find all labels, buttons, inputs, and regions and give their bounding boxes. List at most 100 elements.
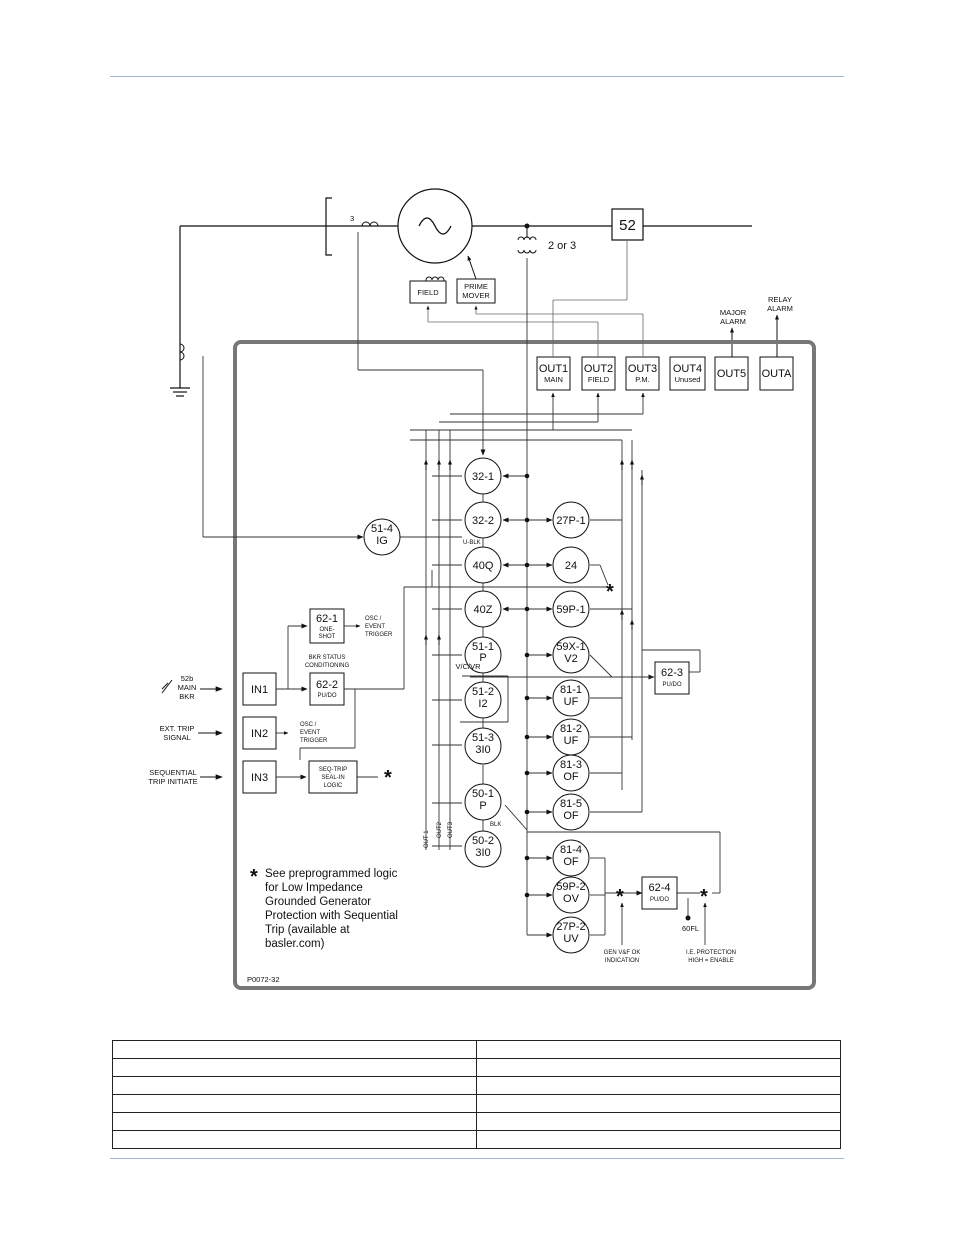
out1-box	[536, 356, 571, 391]
relay-alarm-label-2: ALARM	[767, 304, 793, 313]
logic-62-2	[309, 672, 345, 706]
breaker-52-label: 52	[619, 217, 636, 234]
table-row	[112, 1112, 841, 1131]
out3-box	[625, 356, 660, 391]
element-59p-1-label: 59P-1	[556, 604, 585, 616]
logic-62-1-label: 62-1	[316, 613, 338, 625]
element-51-3-label: 51-3	[472, 732, 494, 744]
table-row	[112, 1130, 841, 1149]
header-rule	[110, 76, 844, 77]
in1-box	[242, 672, 277, 706]
osc1-label-1: OSC /	[365, 616, 382, 622]
element-81-4-label: 81-4	[560, 844, 582, 856]
out2-label: OUT2	[584, 363, 613, 375]
element-51-3-sub: 3I0	[475, 744, 490, 756]
element-32-1-label: 32-1	[472, 471, 494, 483]
element-24	[552, 546, 590, 584]
blk-label: BLK	[490, 822, 501, 828]
element-59x-1-label: 59X-1	[556, 641, 585, 653]
element-81-4-sub: OF	[563, 856, 579, 868]
vc-vr-label: V/C/VR	[455, 662, 481, 671]
element-51-2-label: 51-2	[472, 686, 494, 698]
element-59p-1	[552, 590, 590, 628]
element-51-2-sub: I2	[478, 698, 487, 710]
note-line-5: Trip (available at	[265, 924, 350, 936]
out2-sub: FIELD	[588, 375, 610, 384]
element-50-1-sub: P	[479, 800, 486, 812]
out3-bus-label: OUT3	[448, 821, 454, 838]
right-elements: 27P-1 24 59P-1 59X-1 V2 81-1 UF 81-2 UF …	[552, 501, 590, 954]
element-59x-1-sub: V2	[564, 653, 577, 665]
bkr-status-label-1: BKR STATUS	[309, 655, 346, 661]
prime-mover-label-1: PRIME	[464, 282, 488, 291]
in2-label: IN2	[251, 728, 268, 740]
ie-prot-label-2: HIGH = ENABLE	[688, 958, 734, 964]
gen-vf-label-1: GEN V&F OK	[604, 950, 641, 956]
element-51-1-label: 51-1	[472, 641, 494, 653]
ct-neutral-icon	[179, 343, 185, 361]
field-box	[409, 280, 447, 304]
in3-label: IN3	[251, 772, 268, 784]
element-40z-label: 40Z	[474, 604, 493, 616]
element-59p-2-label: 59P-2	[556, 881, 585, 893]
table-row	[112, 1094, 841, 1113]
element-32-2	[464, 501, 502, 539]
out5-label: OUT5	[717, 368, 746, 380]
field-label: FIELD	[417, 288, 439, 297]
element-32-2-label: 32-2	[472, 515, 494, 527]
element-50-1-label: 50-1	[472, 788, 494, 800]
star-seq: *	[384, 767, 392, 789]
element-40q	[464, 546, 502, 584]
outa-box	[759, 356, 794, 391]
logic-62-4	[641, 876, 678, 910]
note-line-4: Protection with Sequential	[265, 910, 398, 922]
relay-alarm-label-1: RELAY	[768, 295, 792, 304]
out2-box	[581, 356, 616, 391]
in1-label: IN1	[251, 684, 268, 696]
field-coil-icon	[425, 276, 445, 281]
osc1-label-3: TRIGGER	[365, 632, 393, 638]
star-ie: *	[700, 886, 708, 908]
in1-signal-1: 52b	[181, 674, 194, 683]
vt-icon	[517, 236, 537, 254]
in2-signal-1: EXT. TRIP	[160, 724, 195, 733]
input-blocks: IN1 IN2 IN3	[242, 672, 277, 794]
element-81-3	[552, 754, 590, 792]
note-line-3: Grounded Generator	[265, 896, 371, 908]
vt-count-label: 2 or 3	[548, 240, 576, 252]
footer-rule	[110, 1158, 844, 1159]
element-50-2-label: 50-2	[472, 835, 494, 847]
out1-label: OUT1	[539, 363, 568, 375]
seq-trip-label-2: SEAL-IN	[321, 775, 344, 781]
element-27p-1-label: 27P-1	[556, 515, 585, 527]
note-line-2: for Low Impedance	[265, 882, 363, 894]
element-51-4-sub: IG	[376, 535, 388, 547]
ie-prot-label-1: I.E. PROTECTION	[686, 950, 736, 956]
output-contacts: OUT1 MAIN OUT2 FIELD OUT3 P.M. OUT4 Unus…	[536, 356, 794, 391]
osc2-label-3: TRIGGER	[300, 738, 328, 744]
in3-signal-2: TRIP INITIATE	[148, 777, 197, 786]
osc1-label-2: EVENT	[365, 624, 385, 630]
star-24: *	[606, 581, 614, 603]
element-24-label: 24	[565, 560, 577, 572]
element-81-5	[552, 793, 590, 831]
table-row	[112, 1058, 841, 1077]
element-59p-2	[552, 876, 590, 914]
outa-label: OUTA	[762, 368, 792, 380]
out4-box	[669, 356, 706, 391]
element-81-2-label: 81-2	[560, 723, 582, 735]
element-59p-2-sub: OV	[563, 893, 580, 905]
logic-62-1-sub-1: ONE-	[320, 627, 335, 633]
element-81-3-sub: OF	[563, 771, 579, 783]
logic-62-3-sub: PU/DO	[662, 682, 681, 688]
fl60-label: 60FL	[682, 924, 699, 933]
element-27p-1	[552, 501, 590, 539]
out1-bus-label: OUT 1	[424, 830, 430, 848]
element-50-1	[464, 783, 502, 821]
element-32-1	[464, 457, 502, 495]
logic-62-2-sub: PU/DO	[317, 693, 336, 699]
in1-signal-3: BKR	[179, 692, 195, 701]
note-line-6: basler.com)	[265, 938, 325, 950]
table-row	[112, 1040, 841, 1059]
